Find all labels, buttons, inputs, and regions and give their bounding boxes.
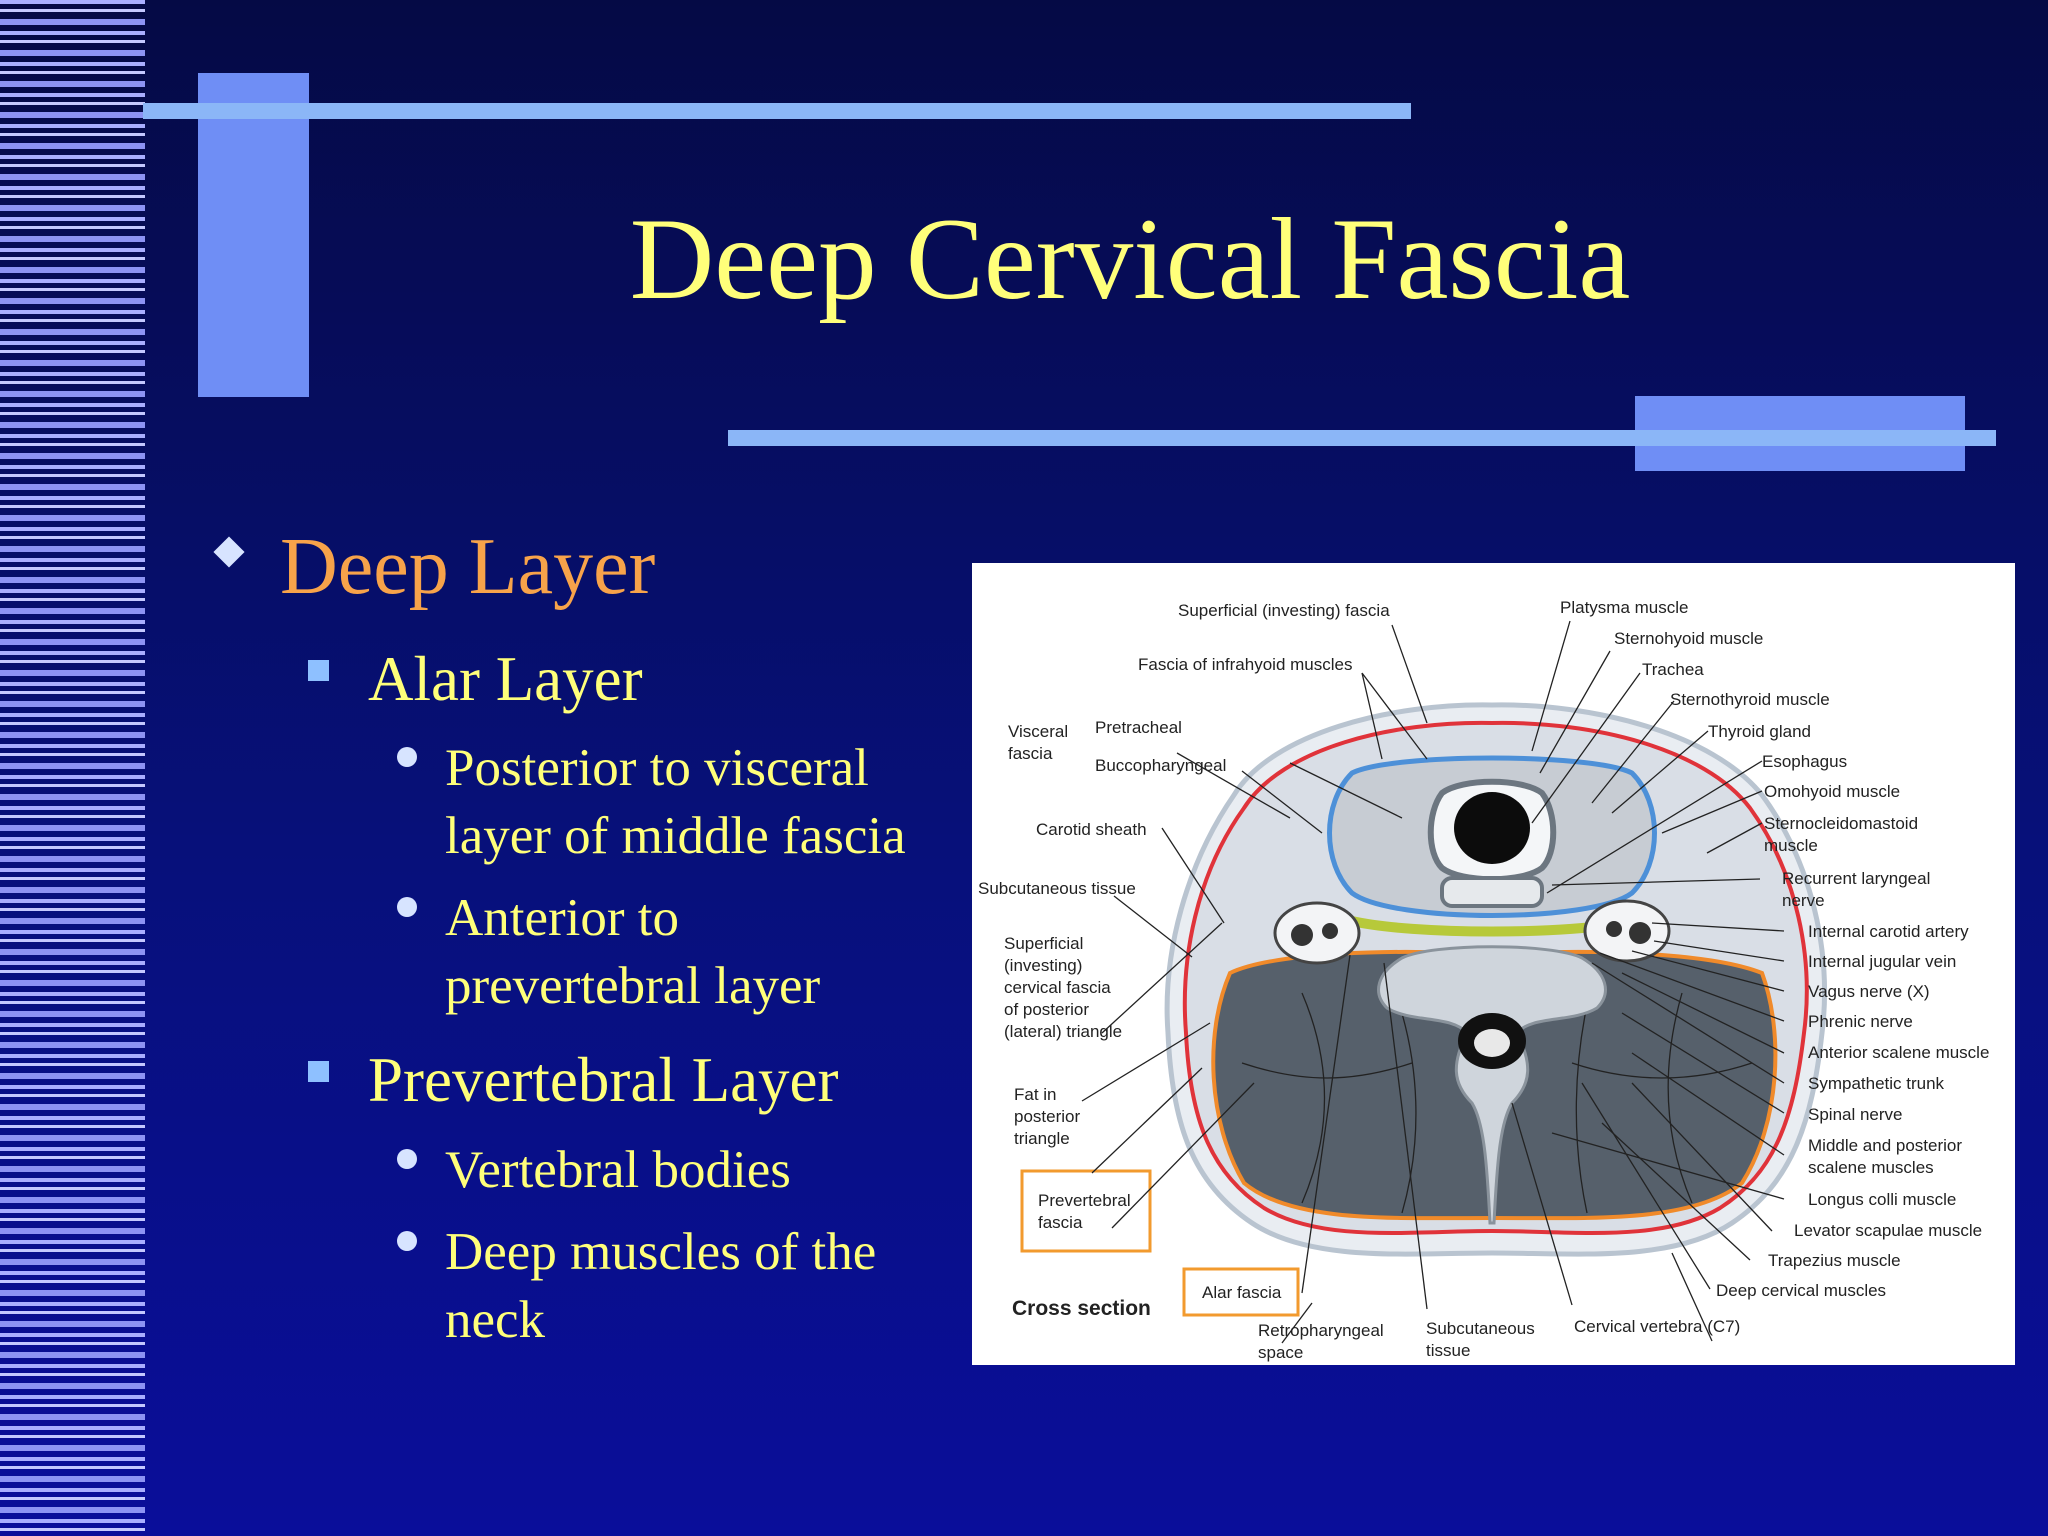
bullet-point-line: Deep muscles of the bbox=[445, 1223, 877, 1281]
bullet-point-line: neck bbox=[445, 1291, 546, 1349]
label-longus-colli: Longus colli muscle bbox=[1808, 1190, 1956, 1209]
esophagus bbox=[1440, 876, 1544, 908]
trachea-lumen bbox=[1454, 792, 1530, 864]
label-superficial-cervical-fascia: (investing) bbox=[1004, 956, 1082, 975]
section-prevertebral-layer: Prevertebral Layer bbox=[368, 1045, 839, 1115]
label-middle-posterior-scalene: Middle and posterior bbox=[1808, 1136, 1962, 1155]
label-superficial-cervical-fascia: (lateral) triangle bbox=[1004, 1022, 1122, 1041]
label-esophagus: Esophagus bbox=[1762, 752, 1847, 771]
bullet-point-line: Vertebral bodies bbox=[445, 1141, 791, 1199]
label-sternocleidomastoid: Sternocleidomastoid bbox=[1764, 814, 1918, 833]
dot-bullet-icon bbox=[397, 1149, 417, 1169]
label-trapezius: Trapezius muscle bbox=[1768, 1251, 1901, 1270]
label-visceral-fascia: Visceral bbox=[1008, 722, 1068, 741]
figure-caption: Cross section bbox=[1012, 1297, 1151, 1320]
decorative-top-line bbox=[143, 103, 1411, 119]
bullet-point-line: layer of middle fascia bbox=[445, 807, 906, 865]
label-levator-scapulae: Levator scapulae muscle bbox=[1794, 1221, 1982, 1240]
dot-bullet-icon bbox=[397, 897, 417, 917]
label-thyroid-gland: Thyroid gland bbox=[1708, 722, 1811, 741]
vertebra-shape bbox=[1377, 945, 1607, 1225]
decorative-vertical-bar bbox=[198, 73, 309, 397]
label-omohyoid: Omohyoid muscle bbox=[1764, 782, 1900, 801]
label-middle-posterior-scalene: scalene muscles bbox=[1808, 1158, 1934, 1177]
label-buccopharyngeal: Buccopharyngeal bbox=[1095, 756, 1226, 775]
decorative-bottom-line bbox=[728, 430, 1996, 446]
prevertebral-highlight-box bbox=[1020, 1169, 1152, 1253]
label-sternothyroid: Sternothyroid muscle bbox=[1670, 690, 1830, 709]
label-sternocleidomastoid: muscle bbox=[1764, 836, 1818, 855]
label-subcutaneous-tissue-bottom: tissue bbox=[1426, 1341, 1470, 1360]
bullet-point-line: prevertebral layer bbox=[445, 957, 821, 1015]
label-carotid-sheath: Carotid sheath bbox=[1036, 820, 1147, 839]
label-recurrent-laryngeal: nerve bbox=[1782, 891, 1825, 910]
label-superficial-cervical-fascia: cervical fascia bbox=[1004, 978, 1111, 997]
label-fat-posterior-triangle: Fat in bbox=[1014, 1085, 1057, 1104]
label-recurrent-laryngeal: Recurrent laryngeal bbox=[1782, 869, 1930, 888]
decorative-stripe-band bbox=[0, 0, 145, 1536]
label-cervical-vertebra: Cervical vertebra (C7) bbox=[1574, 1317, 1740, 1336]
label-visceral-fascia: fascia bbox=[1008, 744, 1053, 763]
label-prevertebral-fascia: Prevertebral bbox=[1038, 1191, 1131, 1210]
label-retropharyngeal-space: space bbox=[1258, 1343, 1303, 1362]
label-fat-posterior-triangle: posterior bbox=[1014, 1107, 1080, 1126]
label-internal-carotid: Internal carotid artery bbox=[1808, 922, 1969, 941]
square-bullet-icon bbox=[308, 660, 329, 681]
dot-bullet-icon bbox=[397, 747, 417, 767]
section-alar-layer: Alar Layer bbox=[368, 644, 643, 714]
alar-highlight-box bbox=[1182, 1267, 1300, 1317]
heading-deep-layer: Deep Layer bbox=[280, 523, 656, 611]
label-phrenic: Phrenic nerve bbox=[1808, 1012, 1913, 1031]
slide-title: Deep Cervical Fascia bbox=[629, 195, 1631, 324]
dot-bullet-icon bbox=[397, 1231, 417, 1251]
label-fat-posterior-triangle: triangle bbox=[1014, 1129, 1070, 1148]
label-subcutaneous-tissue-bottom: Subcutaneous bbox=[1426, 1319, 1535, 1338]
carotid-sheath-right bbox=[1583, 899, 1671, 963]
label-anterior-scalene: Anterior scalene muscle bbox=[1808, 1043, 1989, 1062]
carotid-sheath-left bbox=[1273, 901, 1361, 965]
anatomy-figure: Superficial (investing) fascia Fascia of… bbox=[972, 563, 2015, 1365]
neck-cross-section-illustration: Superficial (investing) fascia Fascia of… bbox=[978, 598, 1989, 1362]
label-spinal-nerve: Spinal nerve bbox=[1808, 1105, 1903, 1124]
label-deep-cervical-muscles: Deep cervical muscles bbox=[1716, 1281, 1886, 1300]
label-pretracheal: Pretracheal bbox=[1095, 718, 1182, 737]
label-superficial-cervical-fascia: Superficial bbox=[1004, 934, 1083, 953]
label-sympathetic-trunk: Sympathetic trunk bbox=[1808, 1074, 1945, 1093]
label-platysma: Platysma muscle bbox=[1560, 598, 1688, 617]
label-retropharyngeal-space: Retropharyngeal bbox=[1258, 1321, 1384, 1340]
bullet-point-line: Anterior to bbox=[445, 889, 680, 947]
label-sternohyoid: Sternohyoid muscle bbox=[1614, 629, 1763, 648]
square-bullet-icon bbox=[308, 1061, 329, 1082]
label-vagus: Vagus nerve (X) bbox=[1808, 982, 1930, 1001]
label-superficial-investing-fascia: Superficial (investing) fascia bbox=[1178, 601, 1390, 620]
label-trachea: Trachea bbox=[1642, 660, 1704, 679]
label-superficial-cervical-fascia: of posterior bbox=[1004, 1000, 1089, 1019]
label-alar-fascia: Alar fascia bbox=[1202, 1283, 1282, 1302]
diamond-bullet-icon bbox=[213, 536, 245, 568]
label-subcutaneous-tissue: Subcutaneous tissue bbox=[978, 879, 1136, 898]
label-fascia-infrahyoid: Fascia of infrahyoid muscles bbox=[1138, 655, 1352, 674]
label-internal-jugular: Internal jugular vein bbox=[1808, 952, 1956, 971]
bullet-point-line: Posterior to visceral bbox=[445, 739, 869, 797]
label-prevertebral-fascia: fascia bbox=[1038, 1213, 1083, 1232]
